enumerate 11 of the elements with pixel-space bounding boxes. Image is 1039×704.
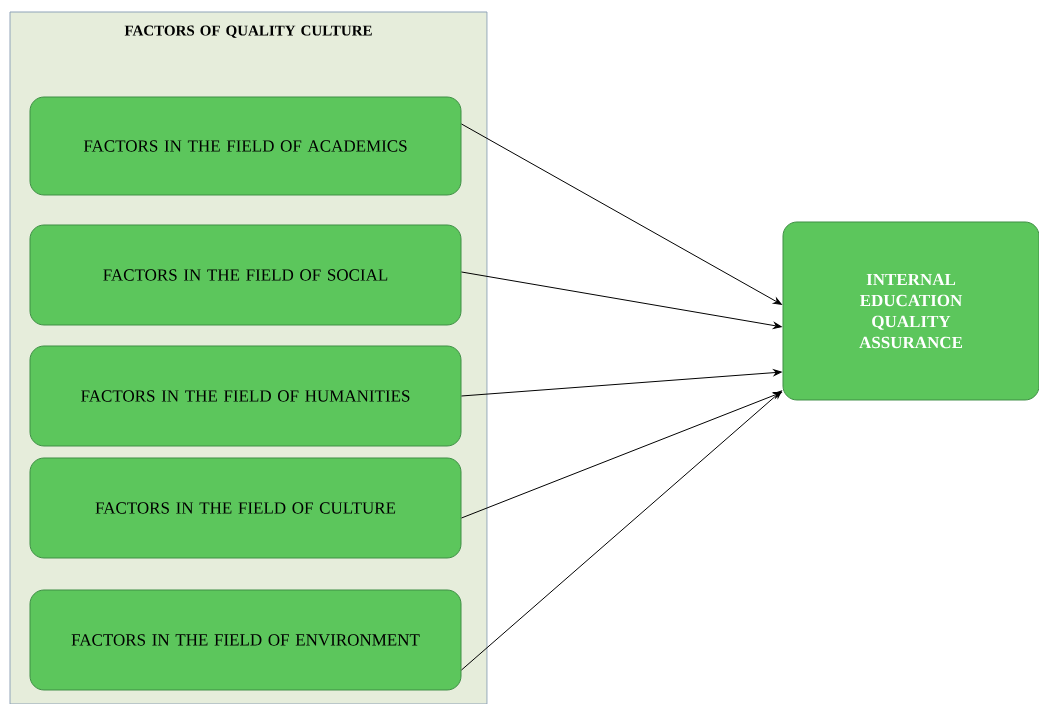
- arrow: [461, 123, 782, 305]
- factor-box: FACTORS IN THE FIELD OF HUMANITIES: [29, 345, 462, 447]
- arrow: [461, 271, 782, 329]
- outcome-box: INTERNAL EDUCATION QUALITY ASSURANCE: [782, 221, 1039, 401]
- factor-box: FACTORS IN THE FIELD OF ACADEMICS: [29, 96, 462, 196]
- arrow: [461, 391, 782, 519]
- factor-box: FACTORS IN THE FIELD OF SOCIAL: [29, 224, 462, 326]
- arrow: [461, 369, 782, 397]
- factor-box: FACTORS IN THE FIELD OF CULTURE: [29, 457, 462, 559]
- factor-box: FACTORS IN THE FIELD OF ENVIRONMENT: [29, 589, 462, 691]
- arrow: [461, 390, 782, 671]
